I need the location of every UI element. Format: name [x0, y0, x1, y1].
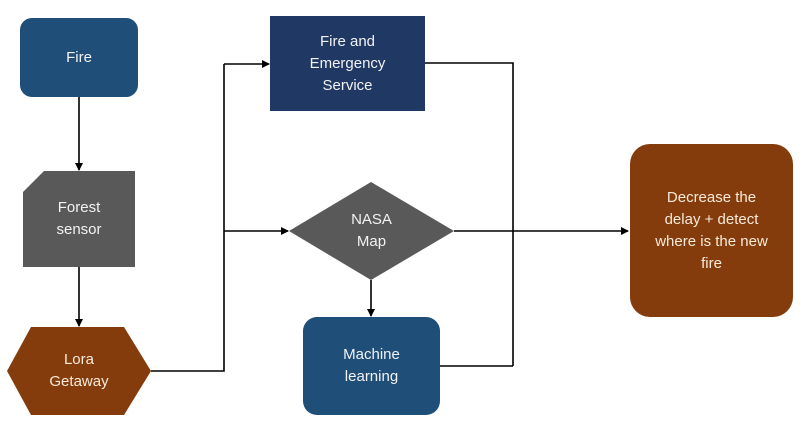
node-lora-gateway-label: Lora Getaway: [49, 351, 109, 390]
node-machine-learning-label: Machine learning: [343, 346, 400, 385]
node-outcome: [630, 144, 793, 317]
node-forest-sensor: [23, 171, 135, 267]
node-fire-emergency-service: [270, 16, 425, 111]
node-fire-label: Fire: [66, 48, 92, 66]
node-fire: [20, 18, 138, 97]
node-nasa-map-label: NASA Map: [351, 211, 392, 250]
edge-fire-emergency-to-merge: [425, 62, 514, 366]
node-lora-gateway: [7, 327, 151, 415]
node-forest-sensor-label: Forest sensor: [56, 199, 102, 238]
node-nasa-map: [289, 182, 454, 280]
node-machine-learning: [303, 317, 440, 415]
node-outcome-label: Decrease the delay + detect where is the…: [655, 188, 768, 272]
edge-lora-to-bus: [151, 64, 225, 372]
node-fire-emergency-service-label: Fire and Emergency Service: [309, 32, 386, 94]
